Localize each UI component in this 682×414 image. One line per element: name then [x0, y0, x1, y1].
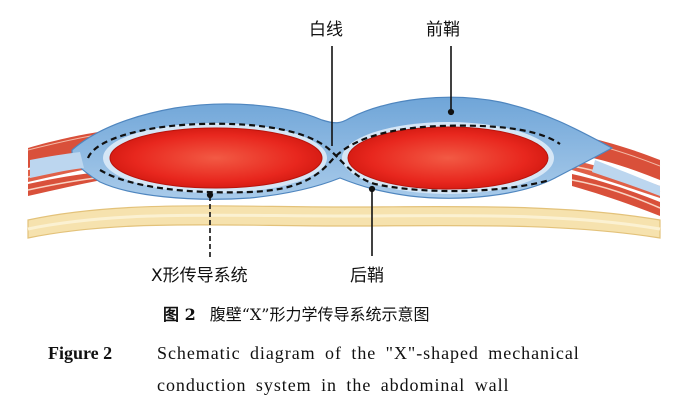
- caption-en-text-line2: conduction system in the abdominal wall: [157, 375, 510, 395]
- label-posterior-sheath: 后鞘: [350, 266, 384, 286]
- leader-posterior-sheath-dot: [368, 185, 376, 193]
- caption-cn-text: 腹壁“X”形力学传导系统示意图: [209, 305, 430, 324]
- right-fascia-extension: [592, 160, 660, 196]
- dashed-line-upper-left-to-lower-right: [86, 122, 551, 193]
- leader-anterior-sheath-dot: [447, 108, 455, 116]
- caption-en-number: Figure 2: [48, 343, 113, 363]
- caption-cn-number: 图 2: [163, 305, 196, 324]
- caption-en-text-line1: Schematic diagram of the "X"-shaped mech…: [157, 343, 580, 363]
- label-linea-alba: 白线: [309, 20, 343, 40]
- right-rectus-muscle: [347, 126, 549, 190]
- left-fascia-extension: [30, 152, 84, 178]
- abdominal-wall-diagram: [27, 46, 661, 258]
- caption-english-line2: conduction system in the abdominal wall: [157, 374, 510, 396]
- dashed-line-lower-left-to-upper-right: [99, 124, 561, 194]
- caption-english-line1: Figure 2 Schematic diagram of the "X"-sha…: [48, 342, 580, 364]
- leader-lines: [206, 46, 455, 258]
- leader-x-system-dot: [206, 191, 214, 199]
- left-rectus-muscle: [109, 127, 323, 189]
- fat-layer-inner-line: [27, 213, 661, 231]
- label-x-conduction-system: X形传导系统: [151, 266, 248, 286]
- fat-layer: [27, 205, 661, 239]
- caption-chinese: 图 2 腹壁“X”形力学传导系统示意图: [163, 304, 429, 326]
- x-conduction-lines: [86, 122, 561, 194]
- label-anterior-sheath: 前鞘: [426, 20, 460, 40]
